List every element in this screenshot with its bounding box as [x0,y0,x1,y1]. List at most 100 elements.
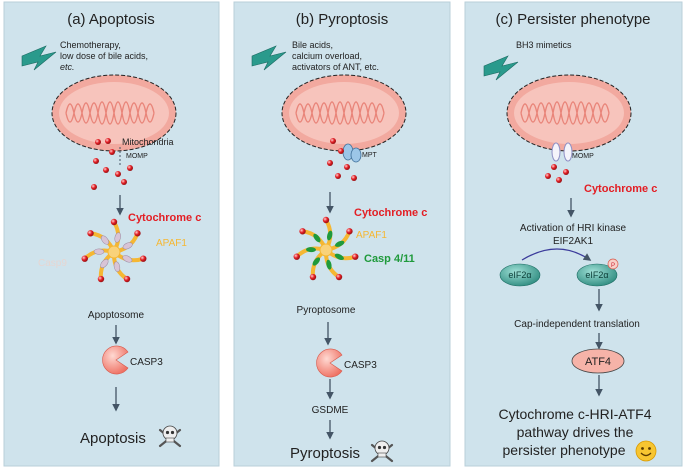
eif2a-phospho-molecule [576,263,618,287]
cyto-ball [127,165,133,171]
cyto-ball [322,216,330,224]
cyto-ball [93,158,99,164]
panel-pyroptosis: (b) Pyroptosis Bile acids, calcium overl… [233,1,451,467]
lightning-icon [483,55,519,81]
cyto-ball [123,275,131,283]
hri-activation-label: Activation of HRI kinase [520,223,627,234]
pyroptosome-complex [293,216,359,281]
pacman-enzyme-icon [316,348,343,378]
apoptosis-outcome-label: Apoptosis [80,430,146,447]
pacman-enzyme-icon [102,345,129,375]
smiley-icon [635,440,657,462]
panel-apoptosis: (a) Apoptosis Chemotherapy, low dose of … [3,1,220,467]
lightning-icon [21,45,57,71]
mpt-label: MPT [362,152,378,159]
panel-b-stimulus-3: activators of ANT, etc. [292,62,379,72]
panel-b-cytochrome-balls [327,138,357,181]
cyto-ball [140,255,147,262]
panel-a-casp9-label: Casp9 [38,258,67,269]
cyto-ball [105,138,111,144]
persister-outcome-line-2: pathway drives the [517,424,634,440]
cap-independent-translation-label: Cap-independent translation [514,319,640,330]
cyto-ball [335,273,343,281]
mitochondrion-a [51,74,177,152]
cyto-ball [327,160,333,166]
panel-a-stimulus-3: etc. [60,62,75,72]
bh3-mimetics-label: BH3 mimetics [516,40,572,50]
eif2a-label: eIF2α [508,270,531,280]
cyto-ball [330,138,336,144]
atf4-node [571,348,625,374]
casp-4-11-label: Casp 4/11 [364,253,415,265]
pyroptosome-label: Pyroptosome [297,305,356,316]
eif2a-molecule [499,263,541,287]
eif2a-p-label: eIF2α [585,270,608,280]
panel-a-background [3,1,220,467]
panel-b-cytochrome-c-label: Cytochrome c [354,207,427,219]
cyto-ball [351,175,357,181]
cyto-ball [103,167,109,173]
lightning-icon [251,45,287,71]
panel-a-casp3-label: CASP3 [130,357,163,368]
cristae [65,101,155,125]
cyto-ball [556,177,562,183]
eif2ak1-label: EIF2AK1 [553,236,593,247]
panel-c-cytochrome-balls [545,164,569,183]
panel-a-cytochrome-c-label: Cytochrome c [128,212,201,224]
persister-outcome-line-3: persister phenotype [503,442,626,458]
cyto-ball [545,173,551,179]
panel-b-apaf1-label: APAF1 [356,230,387,241]
phosphate-label: P [611,263,615,269]
apoptosome-complex [81,218,147,283]
mitochondrion-b [281,74,407,152]
panel-a-cytochrome-balls [91,138,133,190]
panel-a-title: (a) Apoptosis [67,11,155,28]
cyto-ball [299,228,306,235]
cyto-ball [81,255,88,262]
cyto-ball [134,230,141,237]
cyto-ball [293,253,300,260]
persister-outcome-line-1: Cytochrome c-HRI-ATF4 [499,406,652,422]
skull-crossbones-icon [370,440,394,463]
atf4-label: ATF4 [585,356,611,368]
phosphate-badge [607,258,619,270]
cyto-ball [352,253,359,260]
cyto-ball [335,173,341,179]
panel-c-cytochrome-c-label: Cytochrome c [584,183,657,195]
panel-b-stimulus-2: calcium overload, [292,51,362,61]
mpt-pore-icon [342,143,362,163]
panel-persister: (c) Persister phenotype BH3 mimetics MOM… [464,1,683,467]
mitochondrion-c [506,74,632,152]
pyroptosis-outcome-label: Pyroptosis [290,445,360,462]
cyto-ball [110,218,118,226]
cyto-ball [91,184,97,190]
cyto-ball [346,228,353,235]
mitochondria-label: Mitochondria [122,137,174,147]
cyto-ball [97,275,105,283]
panel-c-title: (c) Persister phenotype [495,11,650,28]
phosphorylation-arrow [521,248,592,261]
panel-b-title: (b) Pyroptosis [296,11,389,28]
apoptosome-label: Apoptosome [88,310,145,321]
panel-a-apaf1-label: APAF1 [156,238,187,249]
cristae [520,101,610,125]
cyto-ball [309,273,317,281]
panel-a-stimulus-2: low dose of bile acids, [60,51,148,61]
momp-pore-icon [551,142,573,162]
cyto-ball [338,148,344,154]
panel-a-stimulus-1: Chemotherapy, [60,40,121,50]
cyto-ball [121,179,127,185]
cyto-ball [551,164,557,170]
skull-crossbones-icon [158,425,182,448]
cyto-ball [109,149,115,155]
cyto-ball [115,171,121,177]
gsdme-label: GSDME [312,405,349,416]
cyto-ball [563,169,569,175]
panel-c-momp-label: MOMP [572,153,594,160]
cyto-ball [95,139,101,145]
cyto-ball [344,164,350,170]
panel-b-casp3-label: CASP3 [344,360,377,371]
cristae [295,101,385,125]
